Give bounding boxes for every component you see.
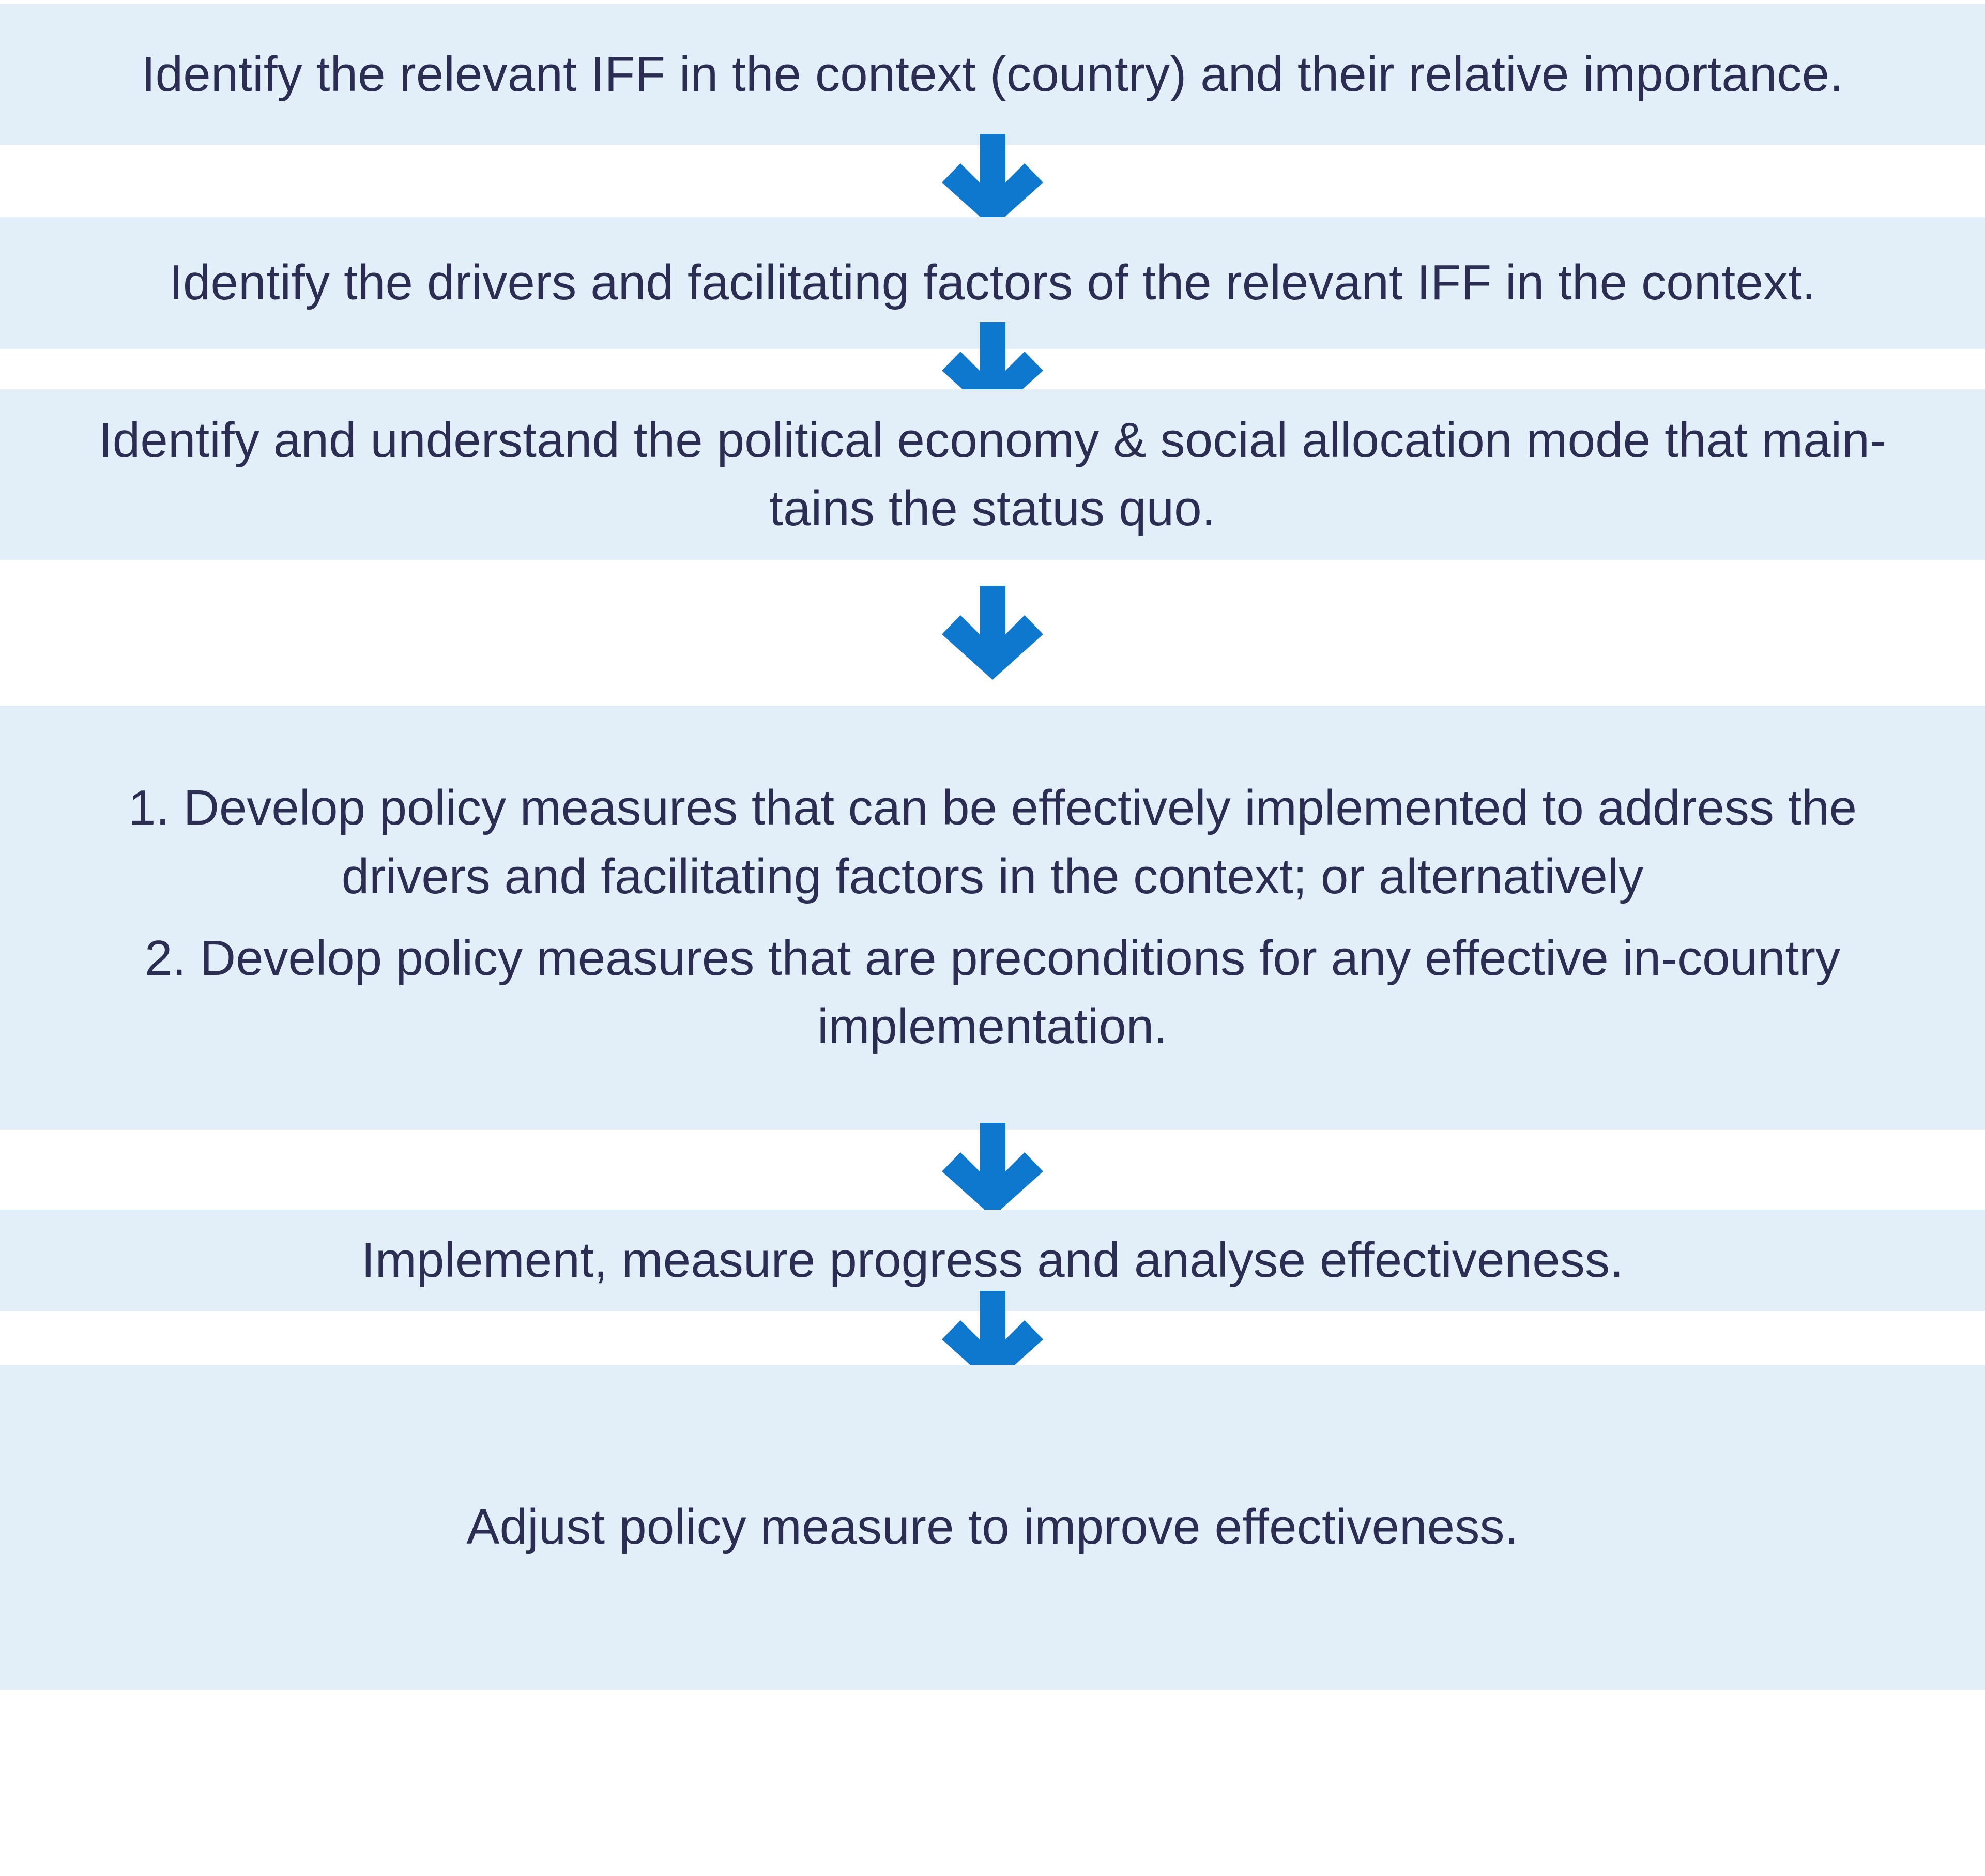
flow-step-3-text: Identify and understand the political ec…: [98, 412, 1887, 536]
flow-step-6: Adjust policy measure to improve effecti…: [0, 1365, 1985, 1690]
down-arrow-icon: [942, 1291, 1043, 1385]
flow-step-4: 1. Develop policy measures that can be e…: [0, 706, 1985, 1130]
flow-step-6-text: Adjust policy measure to improve effecti…: [466, 1499, 1519, 1555]
connector-1-2: [0, 134, 1985, 228]
top-spacer: [0, 0, 1985, 4]
connector-3-4: [0, 560, 1985, 706]
down-arrow-icon: [942, 586, 1043, 680]
down-arrow-icon: [942, 134, 1043, 228]
connector-4-5: [0, 1122, 1985, 1217]
connector-2-3: [0, 322, 1985, 416]
flow-step-4-item-2: 2. Develop policy measures that are prec…: [145, 931, 1840, 1055]
flow-step-4-item-1: 1. Develop policy measures that can be e…: [128, 780, 1857, 904]
flow-step-5-text: Implement, measure progress and analyse …: [361, 1232, 1624, 1288]
flow-step-3: Identify and understand the political ec…: [0, 389, 1985, 560]
flow-step-1: Identify the relevant IFF in the context…: [0, 4, 1985, 145]
flow-step-1-text: Identify the relevant IFF in the context…: [141, 46, 1844, 102]
down-arrow-icon: [942, 1122, 1043, 1217]
flow-step-2: Identify the drivers and facilitating fa…: [0, 217, 1985, 349]
connector-5-6: [0, 1291, 1985, 1385]
flow-step-2-text: Identify the drivers and facilitating fa…: [169, 255, 1816, 311]
